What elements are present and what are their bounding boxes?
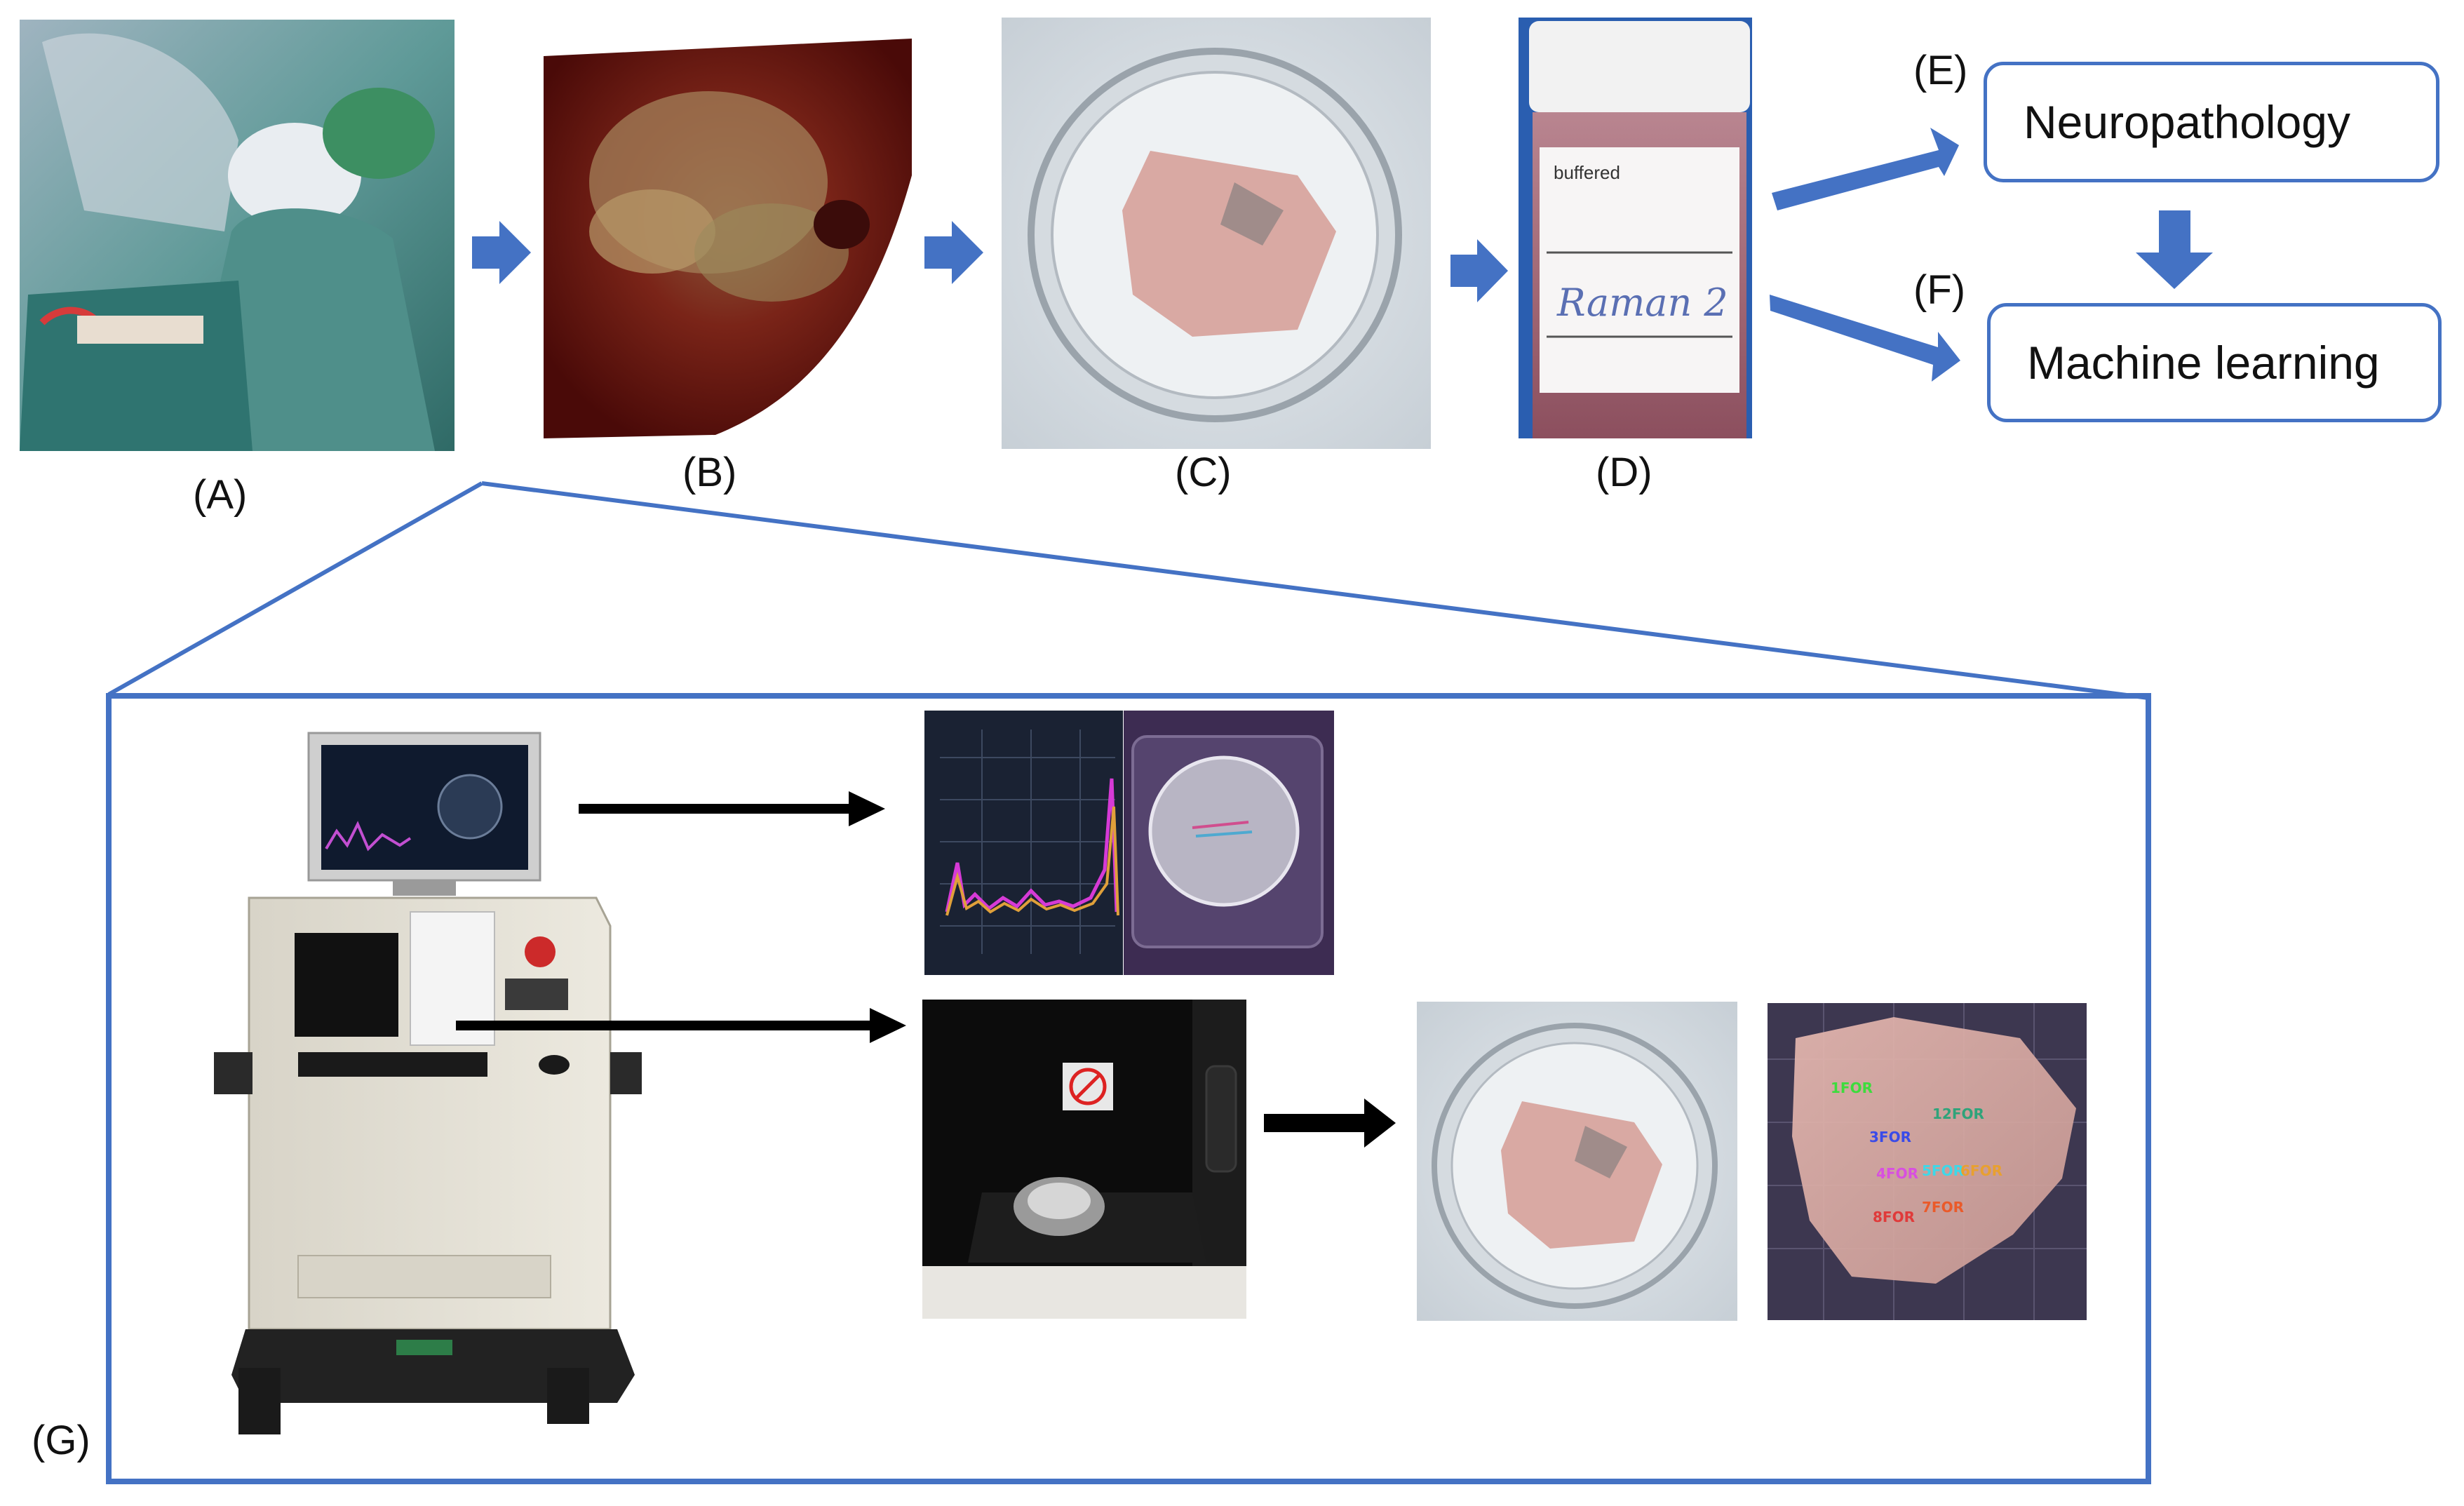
jar-label-text: buffered	[1554, 162, 1620, 183]
panel-label-b: (B)	[682, 450, 737, 495]
spot-label-4: 4FOR	[1876, 1165, 1918, 1182]
spot-label-8: 8FOR	[1873, 1209, 1915, 1225]
arrow-d-to-f	[1770, 295, 1960, 382]
jar-handwriting: Raman 2	[1556, 281, 1728, 325]
black-arrows	[456, 791, 1396, 1148]
arrow-e-to-f	[2136, 210, 2213, 289]
arrow-stage-to-slide	[1264, 1098, 1396, 1148]
operating-room-photo	[20, 20, 455, 451]
tissue-measurement-spots-image	[1768, 1003, 2087, 1320]
tumor-tissue-photo	[539, 20, 913, 441]
neuropathology-box: Neuropathology	[1984, 62, 2439, 182]
spot-label-7: 7FOR	[1922, 1199, 1964, 1216]
spot-label-3: 3FOR	[1869, 1129, 1911, 1145]
spectra-screen-image	[924, 711, 1334, 975]
arrow-to-stage	[456, 1008, 906, 1043]
spot-label-6: 6FOR	[1960, 1162, 2002, 1179]
zoom-frame	[106, 481, 2151, 1484]
spot-label-1: 1FOR	[1831, 1080, 1873, 1096]
blue-arrows-top	[472, 128, 2213, 382]
formalin-jar-photo: buffered Raman 2	[1519, 18, 1752, 438]
tissue-on-slide-photo	[1002, 18, 1431, 449]
machine-learning-label: Machine learning	[2027, 337, 2380, 389]
tissue-on-slide-photo-repeat	[1417, 1002, 1737, 1321]
neuropathology-label: Neuropathology	[2024, 96, 2350, 148]
panel-label-a: (A)	[193, 472, 248, 518]
panel-label-d: (D)	[1596, 450, 1652, 495]
arrow-b-to-c	[924, 221, 983, 284]
arrow-c-to-d	[1450, 239, 1508, 302]
arrow-d-to-e	[1772, 128, 1959, 210]
spot-label-5: 5FOR	[1922, 1162, 1964, 1179]
panel-label-c: (C)	[1175, 450, 1232, 495]
spot-labels: 1FOR 12FOR 3FOR 4FOR 5FOR 6FOR 8FOR 7FOR	[1831, 1080, 2002, 1225]
raman-system-photo	[214, 732, 642, 1434]
panel-label-e: (E)	[1913, 48, 1968, 93]
panel-label-f: (F)	[1913, 267, 1966, 313]
sample-stage-image	[922, 1000, 1246, 1319]
spot-label-12: 12FOR	[1932, 1105, 1984, 1122]
arrow-a-to-b	[472, 221, 531, 284]
arrow-to-spectra	[579, 791, 885, 826]
panel-label-g: (G)	[32, 1418, 90, 1463]
machine-learning-box: Machine learning	[1987, 303, 2442, 422]
